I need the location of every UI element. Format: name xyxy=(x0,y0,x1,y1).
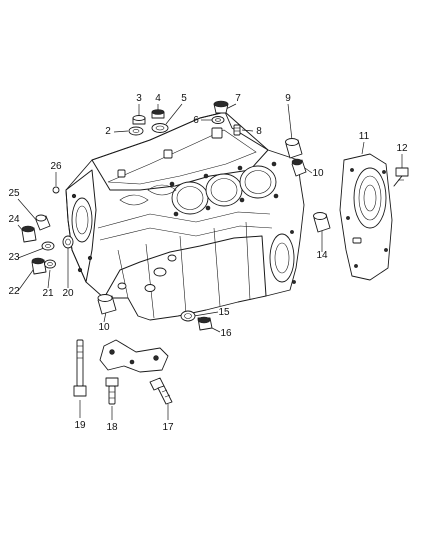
part-12-bolt xyxy=(393,167,409,187)
callout-10-lower: 10 xyxy=(98,322,110,333)
part-17-bolt xyxy=(149,377,173,405)
callout-4: 4 xyxy=(155,93,161,104)
part-21-washer xyxy=(44,259,56,269)
callout-20: 20 xyxy=(62,288,74,299)
callout-7: 7 xyxy=(235,93,241,104)
part-18-bolt xyxy=(105,377,119,405)
callout-11: 11 xyxy=(359,131,370,142)
part-8-dowel xyxy=(233,124,241,136)
part-23-washer xyxy=(41,241,55,251)
part-15-seal-ring xyxy=(180,310,196,322)
part-22-plug xyxy=(31,257,47,275)
callout-21: 21 xyxy=(42,288,54,299)
part-7-plug xyxy=(213,100,229,114)
callout-3: 3 xyxy=(136,93,142,104)
part-10-upper-sleeve xyxy=(291,158,307,177)
callout-12: 12 xyxy=(396,143,408,154)
callout-18: 18 xyxy=(106,422,118,433)
part-19-stud xyxy=(73,339,87,397)
part-3-plug xyxy=(132,115,146,125)
callout-15: 15 xyxy=(218,307,230,318)
callout-23: 23 xyxy=(8,252,20,263)
head-bolt-holes xyxy=(169,161,279,217)
callout-25: 25 xyxy=(8,188,20,199)
callout-6: 6 xyxy=(193,115,199,126)
callout-2: 2 xyxy=(105,126,111,137)
part-6-washer xyxy=(211,116,225,124)
part-26-ball xyxy=(52,186,60,194)
part-11-rear-seal-carrier xyxy=(339,153,393,281)
part-20-seal-ring xyxy=(62,235,74,249)
callout-19: 19 xyxy=(74,420,86,431)
part-24-plug xyxy=(21,225,37,243)
cylinder-bores xyxy=(171,165,277,215)
callout-26: 26 xyxy=(50,161,62,172)
callout-22: 22 xyxy=(8,286,20,297)
part-bracket xyxy=(99,339,169,373)
part-13-dowel-pin xyxy=(352,237,362,244)
callout-17: 17 xyxy=(162,422,174,433)
part-4-plug xyxy=(151,109,165,119)
callout-5: 5 xyxy=(181,93,187,104)
callout-16: 16 xyxy=(220,328,232,339)
part-16-plug xyxy=(197,316,213,331)
part-25-plug xyxy=(35,214,51,231)
part-2-washer xyxy=(128,126,144,136)
callout-8: 8 xyxy=(256,126,262,137)
part-14-sleeve xyxy=(313,212,331,233)
part-9-sleeve xyxy=(285,138,303,159)
callout-10-upper: 10 xyxy=(312,168,324,179)
part-5-seal-ring xyxy=(151,123,169,133)
engine-block xyxy=(65,111,305,321)
callout-24: 24 xyxy=(8,214,20,225)
part-10-lower-sleeve xyxy=(97,294,117,315)
callout-9: 9 xyxy=(285,93,291,104)
callout-14: 14 xyxy=(316,250,328,261)
